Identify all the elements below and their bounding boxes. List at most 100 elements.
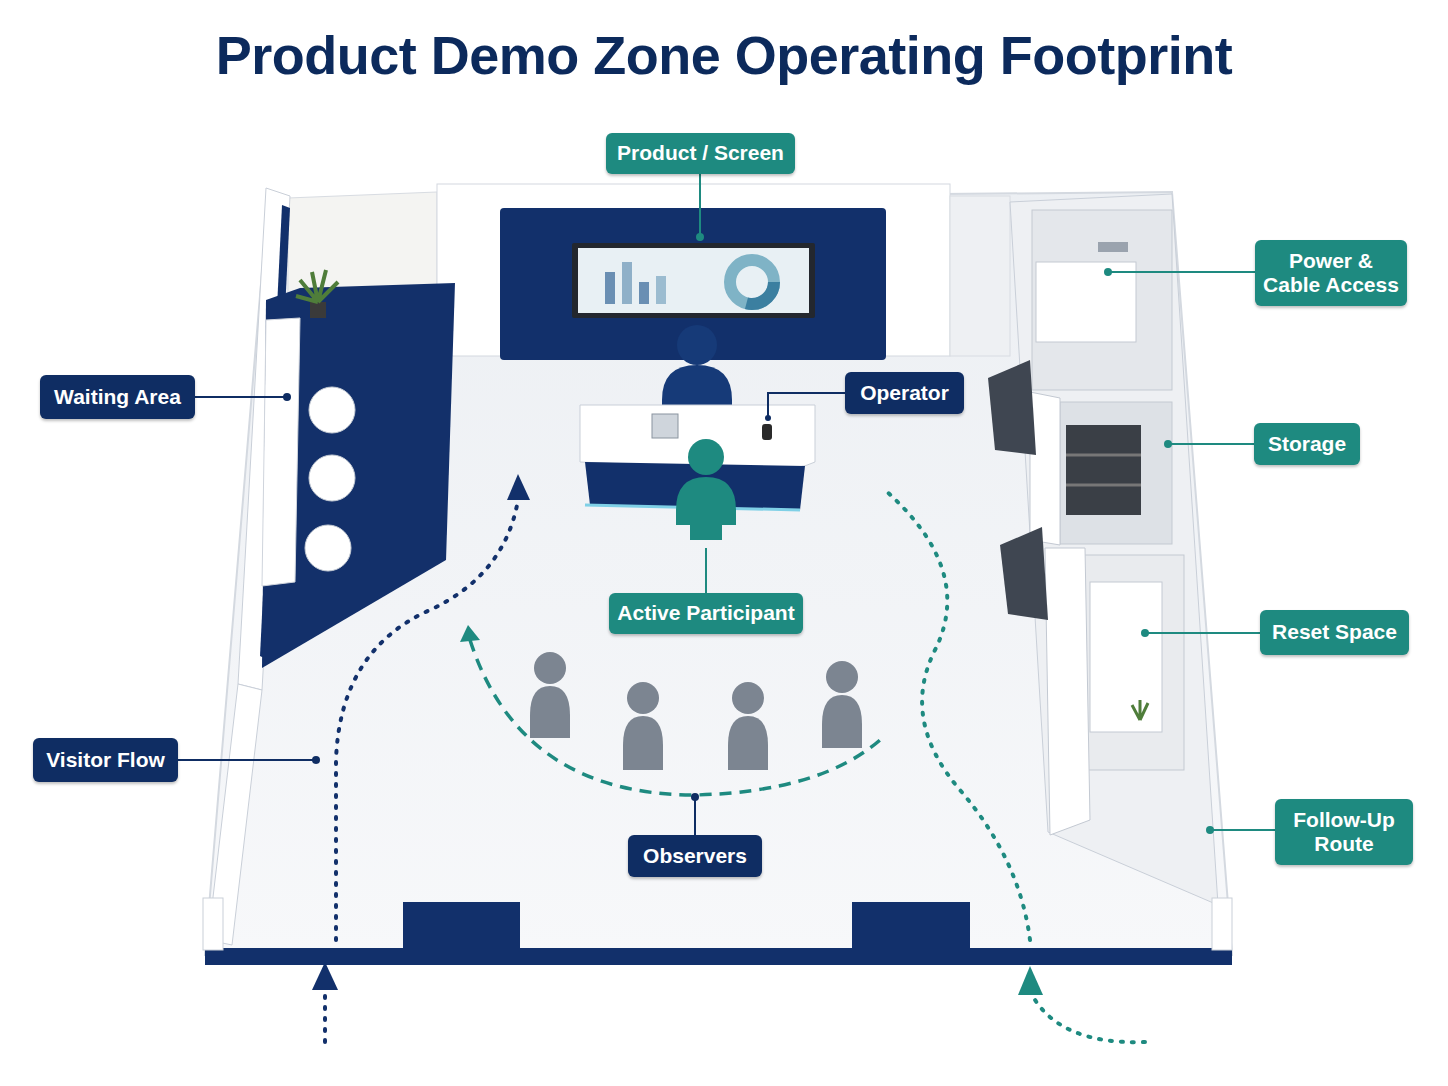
observer-figures-part [822, 695, 862, 748]
back-wall-part [950, 196, 1010, 356]
leader-lines-part [699, 173, 701, 237]
back-wall-part [639, 282, 649, 304]
callout-text: Power & Cable Access [1259, 249, 1403, 297]
visitor-flow-path-part [312, 962, 338, 990]
right-rooms-part [988, 360, 1036, 455]
right-rooms-part [1030, 392, 1060, 545]
follow-up-path-part [1032, 995, 1145, 1042]
leader-lines-part [312, 756, 320, 764]
leader-lines-part [1104, 268, 1112, 276]
callout-tag: Storage [1254, 423, 1360, 465]
leader-lines-part [178, 759, 316, 761]
visitor-flow-path-part [336, 500, 518, 940]
observer-figures-part [627, 682, 659, 714]
back-wall-part [578, 248, 809, 313]
leader-lines-part [1164, 440, 1172, 448]
observer-arc [460, 625, 880, 795]
leader-lines-part [691, 793, 699, 801]
back-wall-part [730, 260, 774, 304]
observer-figures-part [826, 661, 858, 693]
callout-text: Product / Screen [617, 141, 784, 165]
participant-figure-part [676, 477, 736, 540]
callout-tag: Reset Space [1260, 610, 1409, 655]
right-rooms-part [1032, 210, 1172, 390]
waiting-carpet-part [310, 302, 326, 318]
right-rooms-part [1066, 484, 1141, 487]
callout-tag: Follow-Up Route [1275, 799, 1413, 865]
callout-tag: Waiting Area [40, 375, 195, 419]
waiting-carpet-part [262, 318, 300, 586]
waiting-carpet-part [309, 387, 355, 433]
callout-text: Waiting Area [54, 385, 181, 409]
right-rooms-part [1066, 425, 1141, 515]
callout-tag: Product / Screen [606, 133, 795, 174]
right-rooms-part [1098, 242, 1128, 252]
leader-lines-part [696, 233, 704, 241]
visitor-flow-path-part [507, 474, 530, 500]
callout-tag: Active Participant [609, 593, 803, 634]
demo-desk-part [652, 414, 678, 438]
demo-desk-part [762, 424, 772, 440]
leader-lines-part [768, 393, 845, 418]
follow-up-path-part [1018, 966, 1043, 995]
diagram-title: Product Demo Zone Operating Footprint [0, 24, 1448, 86]
right-rooms-part [1060, 402, 1172, 544]
front-wall-part [203, 898, 223, 950]
leader-lines-part [1210, 829, 1275, 831]
callout-tag: Observers [628, 835, 762, 877]
observer-arc-part [470, 640, 880, 795]
front-wall-part [403, 902, 520, 952]
floor [205, 192, 1232, 955]
right-rooms-part [1036, 262, 1136, 342]
follow-up-path-part [885, 490, 1030, 940]
callout-text: Follow-Up Route [1279, 808, 1409, 856]
operator-figure-part [677, 325, 717, 365]
callout-tag: Visitor Flow [33, 738, 178, 782]
right-rooms-part [1045, 548, 1090, 835]
back-wall-part [622, 262, 632, 304]
participant-figure [676, 439, 736, 540]
observer-figures-part [728, 716, 768, 770]
right-rooms [988, 194, 1218, 905]
observer-figures-part [623, 716, 663, 770]
leader-lines-part [765, 415, 771, 421]
callout-text: Observers [643, 844, 747, 868]
follow-up-path [885, 490, 1145, 1042]
observer-figures-part [732, 682, 764, 714]
callout-text: Reset Space [1272, 620, 1397, 644]
callout-tag: Power & Cable Access [1255, 240, 1407, 306]
callout-text: Operator [860, 381, 949, 405]
front-wall-part [205, 948, 1232, 965]
waiting-carpet-part [309, 455, 355, 501]
right-rooms-part [1090, 582, 1162, 732]
callout-text: Visitor Flow [46, 748, 165, 772]
back-wall-part [572, 243, 815, 318]
leader-lines-part [1168, 443, 1254, 445]
observer-arc-part [460, 625, 480, 642]
back-wall-part [605, 272, 615, 304]
leader-lines-part [283, 393, 291, 401]
floor-part [205, 192, 1232, 955]
leader-lines-part [705, 548, 707, 593]
leader-lines-part [1206, 826, 1214, 834]
right-rooms-part [1082, 555, 1184, 770]
observer-figures-part [534, 652, 566, 684]
right-rooms-part [1132, 700, 1148, 720]
leader-lines-part [694, 797, 696, 835]
participant-figure-part [688, 439, 724, 475]
leader-lines-part [1108, 271, 1255, 273]
callout-text: Storage [1268, 432, 1346, 456]
right-rooms-part [1000, 527, 1048, 620]
waiting-carpet-part [305, 525, 351, 571]
leader-lines-part [1141, 629, 1149, 637]
right-rooms-part [1066, 454, 1141, 457]
back-wall-part [656, 276, 666, 304]
waiting-carpet-part [296, 270, 338, 302]
callout-tag: Operator [845, 372, 964, 414]
front-wall-part [1212, 898, 1232, 950]
observer-figures-part [530, 686, 570, 738]
callout-text: Active Participant [617, 601, 794, 625]
front-wall-part [852, 902, 970, 952]
back-wall-part [730, 260, 774, 304]
